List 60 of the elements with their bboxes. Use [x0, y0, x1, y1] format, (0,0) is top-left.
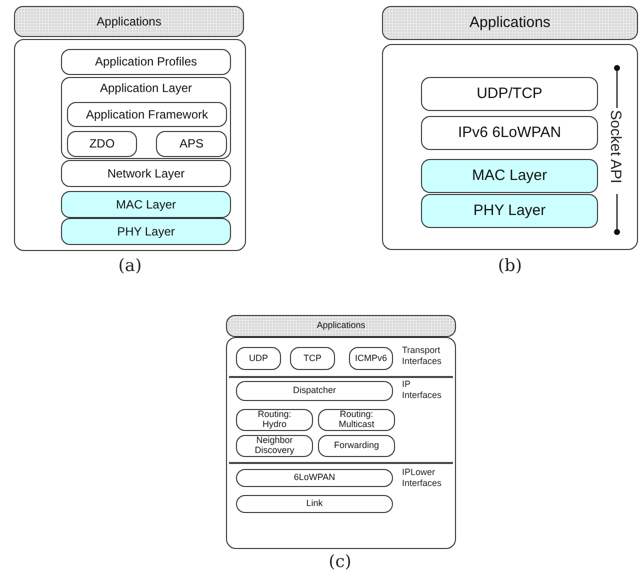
- layer-box: [61, 160, 231, 187]
- layer-label: Network Layer: [106, 166, 186, 180]
- application-bar: [14, 6, 244, 37]
- layer-label: PHY Layer: [116, 224, 176, 238]
- layer-label: ICMPv6: [354, 354, 388, 364]
- application-bar: [382, 6, 638, 40]
- layer-box: [61, 191, 231, 218]
- application-bar: [226, 315, 456, 337]
- layer-label: UDP/TCP: [476, 86, 544, 102]
- layer-box: [236, 469, 393, 487]
- layer-label: Forwarding: [332, 441, 380, 451]
- layer-label: MAC Layer: [114, 198, 178, 212]
- layer-box: [236, 409, 313, 431]
- layer-box: [290, 347, 335, 370]
- panel-caption: (a): [117, 256, 143, 278]
- layer-label: 6LoWPAN: [292, 473, 336, 483]
- api-label: Socket API: [607, 110, 624, 184]
- interface-label: IP Interfaces: [402, 379, 443, 402]
- layer-box: [67, 131, 137, 157]
- layer-box: [236, 495, 393, 513]
- layer-box: [421, 159, 598, 193]
- layer-label: Neighbor Discovery: [254, 436, 296, 456]
- layer-box: [61, 218, 231, 245]
- layer-label: PHY Layer: [472, 202, 547, 220]
- layer-label: MAC Layer: [470, 168, 548, 184]
- layer-box: [156, 131, 227, 157]
- layer-box: [61, 49, 231, 75]
- stack-frame: [382, 44, 638, 250]
- interface-label: Transport Interfaces: [402, 345, 443, 368]
- panel-caption: (b): [496, 256, 524, 278]
- layer-box: [421, 194, 598, 228]
- stack-frame: [14, 39, 246, 251]
- layer-box: [236, 435, 313, 457]
- layer-label: UDP: [248, 354, 269, 364]
- layer-label: Link: [305, 499, 324, 509]
- layer-label: Dispatcher: [292, 386, 338, 396]
- layer-label: Application Framework: [84, 108, 210, 122]
- layer-label: Application Profiles: [94, 55, 198, 69]
- layer-box: [349, 347, 393, 370]
- layer-label: ZDO: [88, 137, 116, 151]
- layer-label: Applications: [316, 321, 366, 331]
- layer-box: [318, 435, 395, 457]
- layer-box: [236, 347, 281, 370]
- layer-box: [67, 102, 227, 127]
- layer-label: Routing: Hydro: [256, 410, 292, 430]
- layer-label: IPv6 6LoWPAN: [456, 124, 562, 142]
- interface-label: IPLower Interfaces: [402, 467, 443, 490]
- layer-label: TCP: [302, 354, 322, 364]
- layer-box: [61, 77, 231, 159]
- layer-box: [421, 116, 598, 150]
- layer-label: Applications: [468, 14, 552, 32]
- layer-box: [236, 381, 393, 401]
- panel-caption: (c): [328, 552, 352, 574]
- layer-label: Applications: [96, 14, 162, 28]
- layer-box: [421, 77, 598, 111]
- layer-label: APS: [178, 137, 204, 151]
- layer-label: Routing: Multicast: [338, 410, 376, 430]
- layer-box: [318, 409, 395, 431]
- layer-label: Application Layer: [98, 82, 194, 96]
- stack-frame: [226, 337, 456, 549]
